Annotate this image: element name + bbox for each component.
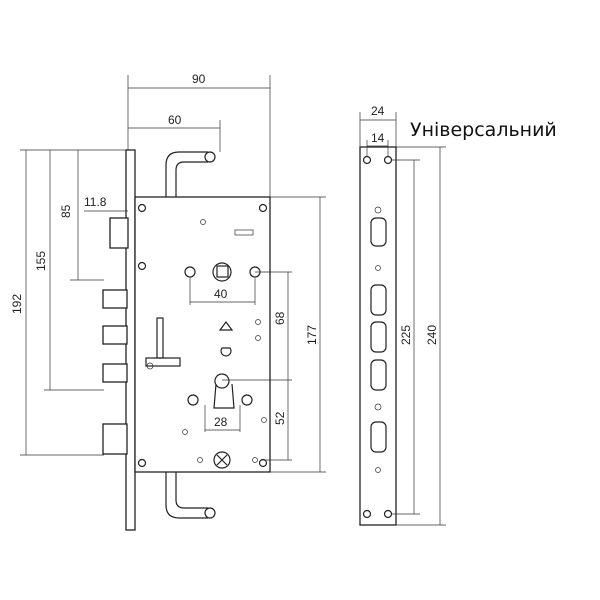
dimension-lines-left: [20, 75, 326, 473]
top-rod: [165, 151, 216, 197]
bolts: [102, 217, 129, 455]
dim-24: 24: [371, 104, 385, 118]
dimension-labels-right: 24 14 225 240: [371, 104, 439, 345]
dimension-labels-left: 90 60 11.8 85 155 192 40 68 177 28 52: [10, 72, 319, 429]
bottom-rod: [165, 472, 216, 519]
faceplate-front: [359, 146, 397, 526]
dim-14: 14: [371, 131, 385, 145]
dimension-lines-right: [359, 112, 446, 526]
dim-60: 60: [168, 113, 182, 127]
dim-28: 28: [214, 415, 228, 429]
dim-52: 52: [273, 411, 287, 425]
dim-90: 90: [192, 72, 206, 86]
dim-155: 155: [34, 251, 48, 271]
dim-85: 85: [59, 204, 73, 218]
title: Універсальний: [410, 119, 557, 141]
dim-40: 40: [214, 287, 228, 301]
dim-225: 225: [399, 325, 413, 345]
dim-177: 177: [305, 325, 319, 345]
lock-body: [134, 196, 271, 473]
dim-68: 68: [273, 311, 287, 325]
dim-11-8: 11.8: [84, 195, 107, 209]
dim-240: 240: [425, 325, 439, 345]
dim-192: 192: [10, 294, 24, 314]
